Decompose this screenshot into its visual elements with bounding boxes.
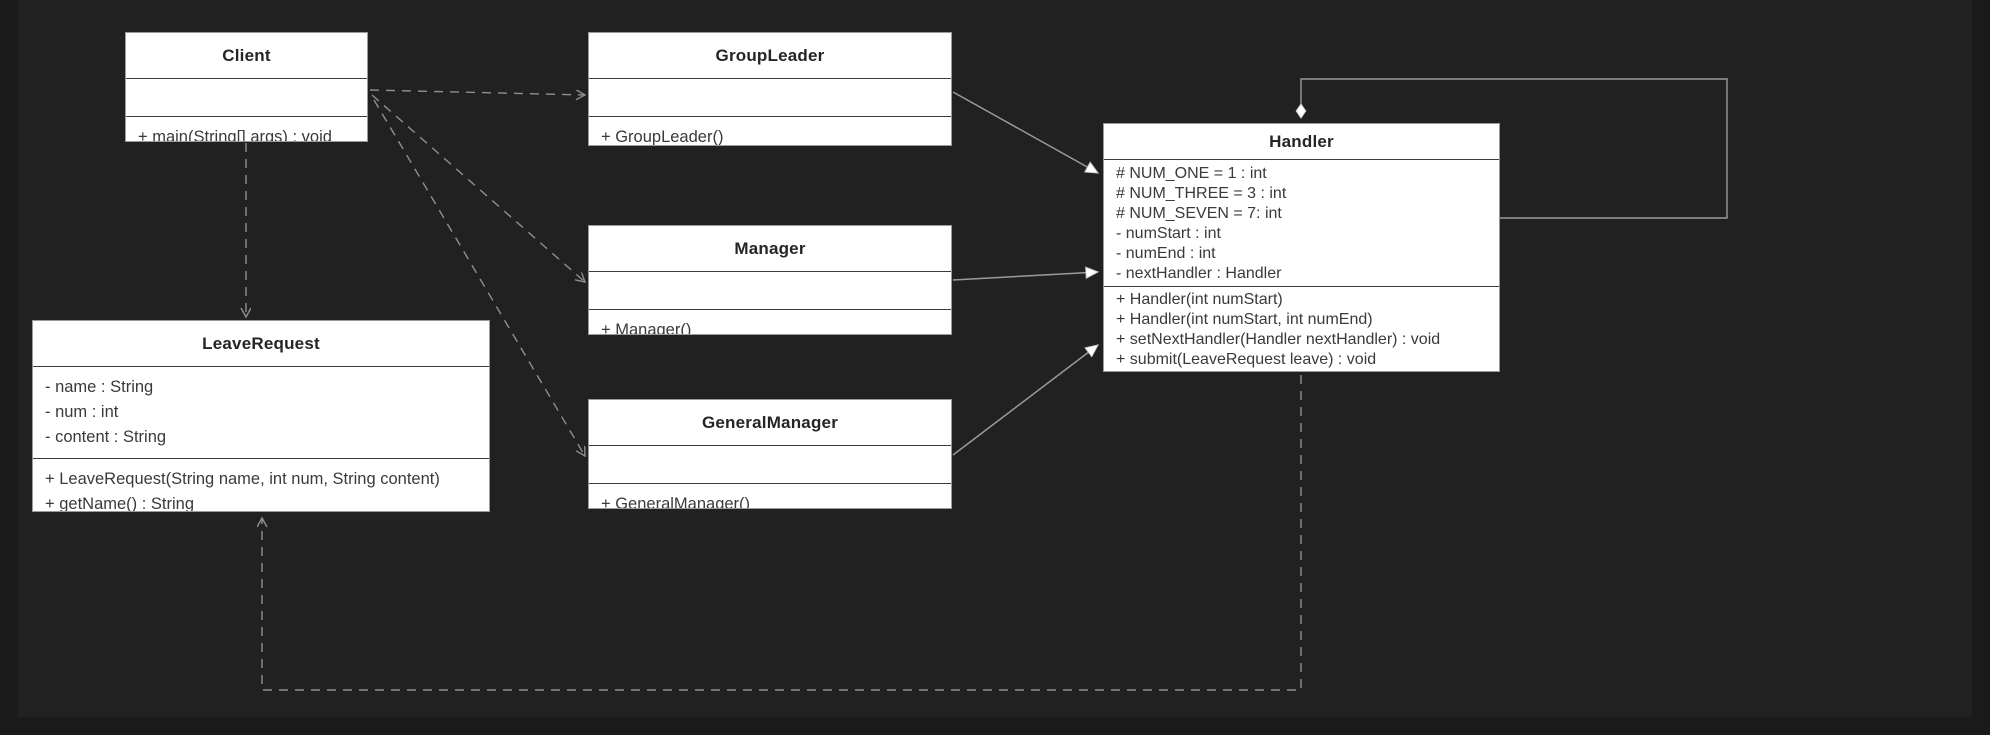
class-name-groupleader: GroupLeader [589, 33, 951, 79]
link-handler-leaverequest [262, 375, 1302, 691]
link-client-generalmanager [373, 99, 585, 456]
class-attributes-client [126, 79, 367, 117]
class-methods-leaverequest: + LeaveRequest(String name, int num, Str… [33, 459, 489, 512]
method-row: + LeaveRequest(String name, int num, Str… [45, 470, 440, 488]
class-name-manager: Manager [589, 226, 951, 272]
uml-class-manager[interactable]: Manager + Manager() + handleLeave(LeaveR… [588, 225, 952, 335]
canvas-left-margin [0, 0, 18, 735]
link-generalmanager-handler [952, 344, 1099, 456]
link-groupleader-handler [952, 91, 1100, 174]
method-row: + Handler(int numStart) [1116, 291, 1283, 308]
attribute-row: # NUM_THREE = 3 : int [1116, 185, 1287, 202]
class-name-client: Client [126, 33, 367, 79]
method-row: + Manager() [601, 321, 692, 335]
class-methods-client: + main(String[] args) : void [126, 117, 367, 142]
attribute-row: # NUM_ONE = 1 : int [1116, 165, 1267, 182]
uml-class-handler[interactable]: Handler # NUM_ONE = 1 : int # NUM_THREE … [1103, 123, 1500, 372]
attribute-row: # NUM_SEVEN = 7: int [1116, 205, 1282, 222]
link-client-groupleader [369, 89, 585, 95]
class-name-generalmanager: GeneralManager [589, 400, 951, 446]
link-client-manager [371, 94, 585, 282]
link-handler-self-aggregation [1295, 78, 1728, 219]
attribute-row: - content : String [45, 428, 167, 446]
attribute-row: - numEnd : int [1116, 245, 1216, 262]
attribute-row: - name : String [45, 378, 154, 396]
canvas-right-margin [1972, 0, 1990, 735]
class-attributes-leaverequest: - name : String - num : int - content : … [33, 367, 489, 459]
method-row: + GroupLeader() [601, 128, 724, 146]
class-methods-generalmanager: + GeneralManager() + handleLeave(LeaveRe… [589, 484, 951, 509]
class-attributes-groupleader [589, 79, 951, 117]
class-methods-groupleader: + GroupLeader() + handleLeave(LeaveReque… [589, 117, 951, 146]
uml-class-leaverequest[interactable]: LeaveRequest - name : String - num : int… [32, 320, 490, 512]
attribute-row: - num : int [45, 403, 119, 421]
method-row: + setNextHandler(Handler nextHandler) : … [1116, 331, 1441, 348]
attribute-row: - numStart : int [1116, 225, 1221, 242]
class-methods-manager: + Manager() + handleLeave(LeaveRequest l… [589, 310, 951, 335]
method-row: + GeneralManager() [601, 495, 751, 509]
uml-class-groupleader[interactable]: GroupLeader + GroupLeader() + handleLeav… [588, 32, 952, 146]
uml-class-client[interactable]: Client + main(String[] args) : void [125, 32, 368, 142]
method-row: + Handler(int numStart, int numEnd) [1116, 311, 1373, 328]
method-row: + getName() : String [45, 495, 195, 512]
uml-class-generalmanager[interactable]: GeneralManager + GeneralManager() + hand… [588, 399, 952, 509]
class-name-handler: Handler [1104, 124, 1499, 160]
class-attributes-manager [589, 272, 951, 310]
class-attributes-generalmanager [589, 446, 951, 484]
method-row: + handleLeave(LeaveRequest leave) : void [1116, 370, 1489, 371]
method-row: + main(String[] args) : void [138, 128, 332, 142]
attribute-row: - nextHandler : Handler [1116, 265, 1282, 282]
class-attributes-handler: # NUM_ONE = 1 : int # NUM_THREE = 3 : in… [1104, 160, 1499, 287]
class-methods-handler: + Handler(int numStart) + Handler(int nu… [1104, 287, 1499, 371]
link-manager-handler [952, 266, 1100, 281]
canvas-bottom-margin [0, 717, 1990, 735]
class-name-leaverequest: LeaveRequest [33, 321, 489, 367]
method-row: + submit(LeaveRequest leave) : void [1116, 351, 1377, 368]
